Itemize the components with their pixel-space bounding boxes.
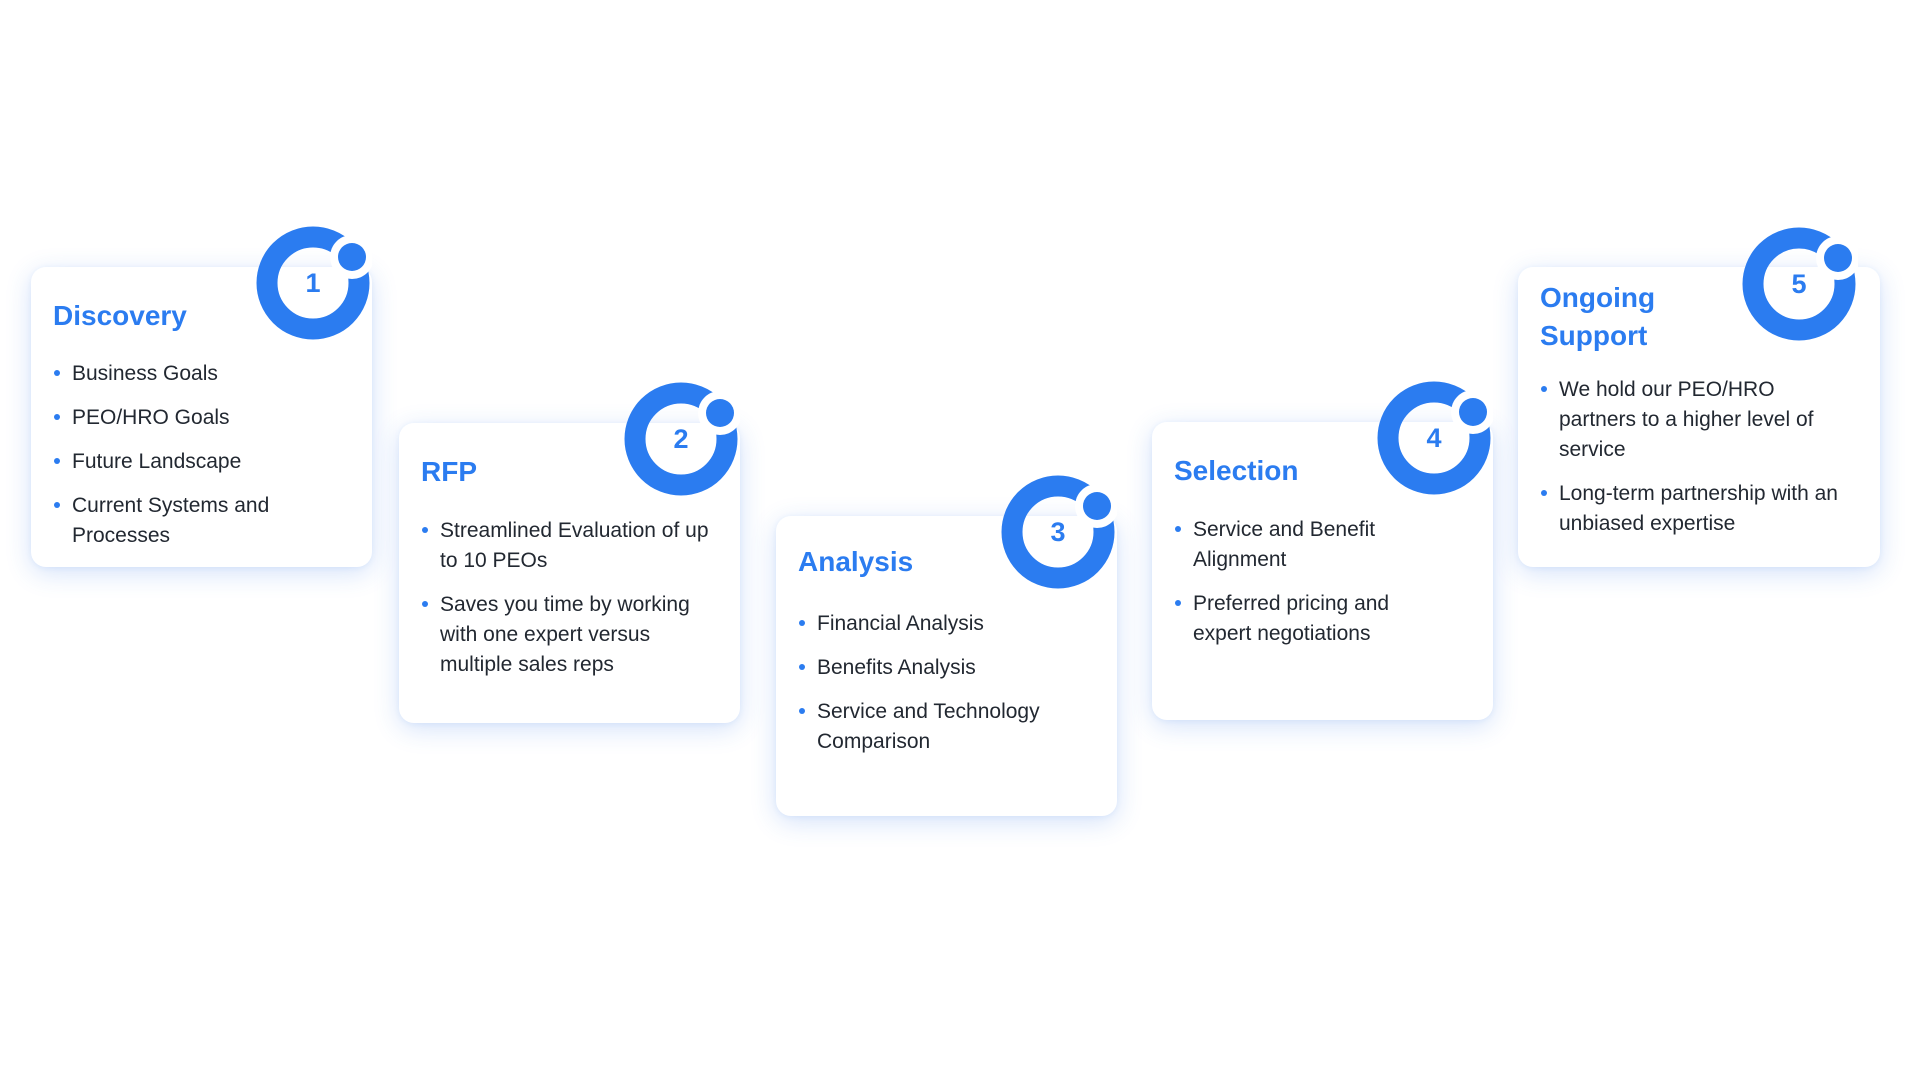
bullet-item: Streamlined Evaluation of up to 10 PEOs bbox=[421, 516, 718, 576]
bullet-dot-icon bbox=[1175, 600, 1181, 606]
step-badge: 5 bbox=[1740, 225, 1858, 343]
bullet-dot-icon bbox=[54, 414, 60, 420]
step-card-selection: Selection Service and Benefit Alignment … bbox=[1152, 422, 1493, 720]
step-card-rfp: RFP Streamlined Evaluation of up to 10 P… bbox=[399, 423, 740, 723]
bullet-dot-icon bbox=[799, 708, 805, 714]
ring-badge-icon bbox=[1742, 227, 1858, 341]
step-title: RFP bbox=[421, 456, 477, 487]
bullet-item: We hold our PEO/HRO partners to a higher… bbox=[1540, 375, 1844, 465]
ring-badge-icon bbox=[256, 226, 372, 340]
bullet-item: Saves you time by working with one exper… bbox=[421, 590, 710, 680]
bullet-item: Service and Technology Comparison bbox=[798, 697, 1087, 757]
step-card-discovery: Discovery Business Goals PEO/HRO Goals F… bbox=[31, 267, 372, 567]
step-badge: 1 bbox=[254, 224, 372, 342]
step-bullet-list: Service and Benefit Alignment Preferred … bbox=[1174, 515, 1471, 649]
ring-badge-icon bbox=[624, 382, 740, 496]
bullet-item: Current Systems and Processes bbox=[53, 491, 282, 551]
bullet-dot-icon bbox=[422, 527, 428, 533]
bullet-dot-icon bbox=[54, 370, 60, 376]
bullet-item: Service and Benefit Alignment bbox=[1174, 515, 1423, 575]
step-number: 2 bbox=[673, 424, 689, 454]
step-badge: 4 bbox=[1375, 379, 1493, 497]
bullet-item: Business Goals bbox=[53, 359, 350, 389]
bullet-item: Long-term partnership with an unbiased e… bbox=[1540, 479, 1879, 539]
bullet-dot-icon bbox=[799, 620, 805, 626]
bullet-dot-icon bbox=[1541, 490, 1547, 496]
step-badge: 2 bbox=[622, 380, 740, 498]
step-number: 5 bbox=[1791, 269, 1807, 299]
ring-badge-icon bbox=[1001, 475, 1117, 589]
bullet-dot-icon bbox=[422, 601, 428, 607]
bullet-dot-icon bbox=[799, 664, 805, 670]
step-title: Ongoing Support bbox=[1540, 282, 1656, 351]
bullet-dot-icon bbox=[1541, 386, 1547, 392]
step-number: 3 bbox=[1050, 517, 1066, 547]
step-bullet-list: Streamlined Evaluation of up to 10 PEOs … bbox=[421, 516, 718, 680]
step-bullet-list: Business Goals PEO/HRO Goals Future Land… bbox=[53, 359, 350, 551]
bullet-dot-icon bbox=[54, 502, 60, 508]
bullet-item: Financial Analysis bbox=[798, 609, 1095, 639]
step-card-analysis: Analysis Financial Analysis Benefits Ana… bbox=[776, 516, 1117, 816]
step-title: Discovery bbox=[53, 300, 187, 331]
step-badge: 3 bbox=[999, 473, 1117, 591]
ring-badge-icon bbox=[1377, 381, 1493, 495]
step-bullet-list: Financial Analysis Benefits Analysis Ser… bbox=[798, 609, 1095, 757]
step-number: 1 bbox=[305, 268, 321, 298]
bullet-dot-icon bbox=[54, 458, 60, 464]
step-title: Analysis bbox=[798, 546, 914, 577]
bullet-item: Future Landscape bbox=[53, 447, 350, 477]
step-number: 4 bbox=[1426, 423, 1442, 453]
bullet-dot-icon bbox=[1175, 526, 1181, 532]
bullet-item: Preferred pricing and expert negotiation… bbox=[1174, 589, 1438, 649]
bullet-item: PEO/HRO Goals bbox=[53, 403, 350, 433]
step-bullet-list: We hold our PEO/HRO partners to a higher… bbox=[1540, 375, 1858, 539]
bullet-item: Benefits Analysis bbox=[798, 653, 1095, 683]
step-title: Selection bbox=[1174, 455, 1299, 486]
